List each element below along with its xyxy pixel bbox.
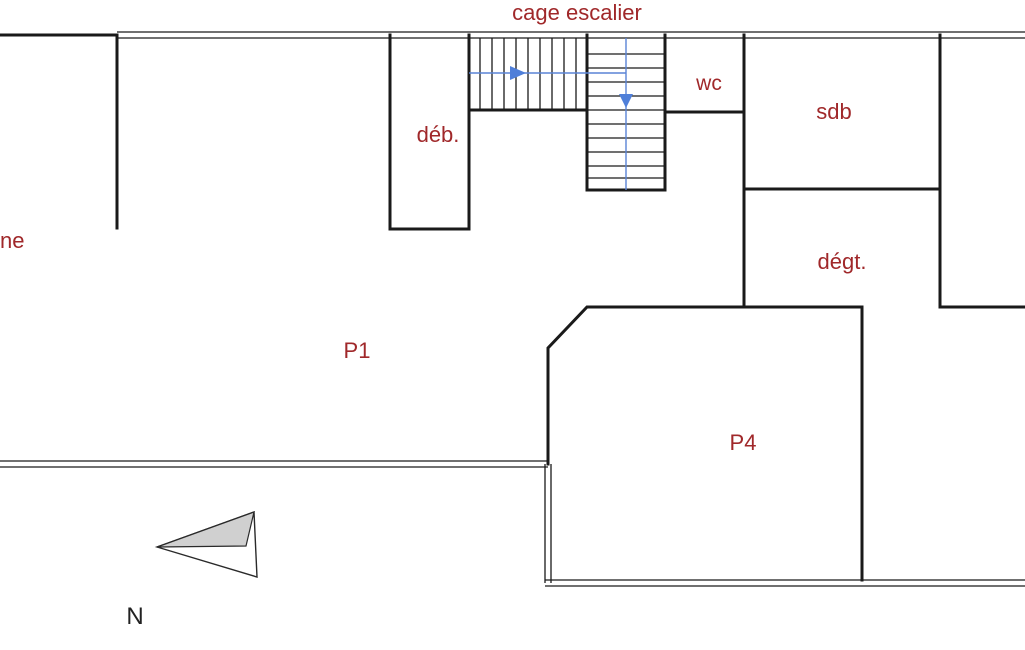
label-corridor: dégt. xyxy=(818,249,867,274)
closet-walls xyxy=(388,33,471,231)
north-label: N xyxy=(126,603,143,630)
stair-steps-upper xyxy=(479,38,577,110)
staircase xyxy=(467,33,667,192)
label-stairwell: cage escalier xyxy=(512,0,642,25)
label-room-p1: P1 xyxy=(344,338,371,363)
label-closet: déb. xyxy=(417,122,460,147)
stair-arrow-down-icon xyxy=(619,94,633,108)
wet-rooms-walls xyxy=(663,33,1025,309)
exterior-wall-p1 xyxy=(0,460,548,468)
label-room-p4: P4 xyxy=(730,430,757,455)
label-kitchen-partial: ne xyxy=(0,228,24,253)
label-wc: wc xyxy=(695,72,722,95)
stair-arrow-right-icon xyxy=(510,66,526,80)
north-arrow-icon xyxy=(154,511,258,578)
label-bathroom: sdb xyxy=(816,99,851,124)
room-p4-walls xyxy=(544,305,1025,587)
exterior-wall-top xyxy=(0,31,1025,39)
